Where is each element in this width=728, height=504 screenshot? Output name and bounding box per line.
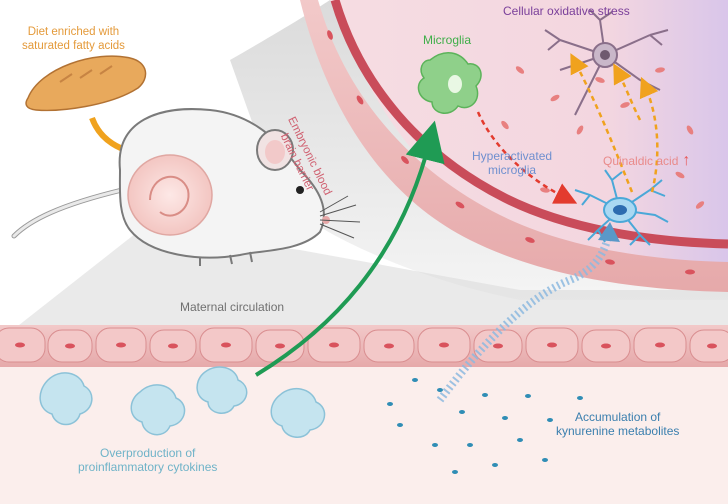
hyper-label-line2: microglia (488, 163, 537, 178)
diet-label-line1: Diet enriched with (27, 26, 120, 38)
embryo-icon (127, 154, 213, 236)
kynurenine-stream-arrowhead (598, 222, 620, 242)
microglia-icon (417, 52, 482, 114)
endothelial-nuclei (15, 342, 717, 349)
cytokines-label-line2: proinflammatory cytokines (78, 460, 218, 475)
kynurenine-label-line2: kynurenine metabolites (556, 424, 680, 439)
maternal-circulation-label: Maternal circulation (180, 300, 285, 314)
oxidative-arrow-2 (639, 76, 659, 193)
cytokines-label: Overproduction of proinflammatory cytoki… (78, 446, 217, 475)
cytokines-label-line1: Overproduction of (100, 446, 196, 460)
oxidative-stress-label: Cellular oxidative stress (503, 4, 630, 18)
quinaldic-acid-label: Quinaldic acid↑ (603, 151, 690, 170)
bread-icon (25, 55, 147, 112)
barrier-vessel-wall (300, 0, 728, 292)
diet-label: Diet enriched with saturated fatty acids (22, 26, 125, 54)
microglia-label: Microglia (423, 33, 472, 47)
embryonic-brain (300, 0, 728, 292)
oxidative-particles (501, 66, 705, 209)
oxidative-arrow-1 (570, 53, 634, 193)
kynurenine-dots (387, 378, 583, 474)
neuron-icon (544, 9, 669, 116)
cytokine-to-microglia-arrow (254, 120, 445, 377)
barrier-lumen (330, 0, 728, 249)
kynurenine-label: Accumulation of kynurenine metabolites (556, 410, 679, 439)
microglia-activation-arrow (476, 111, 578, 204)
mouse-icon (11, 108, 361, 266)
quinaldic-acid-text: Quinaldic acid (603, 154, 679, 168)
kynurenine-label-line1: Accumulation of (575, 410, 661, 424)
hyper-label-line1: Hyperactivated (472, 149, 553, 163)
diet-label-line2: saturated fatty acids (22, 39, 125, 52)
up-arrow-icon: ↑ (682, 152, 691, 169)
oxidative-arrow-3 (613, 63, 642, 121)
maternal-vessel (0, 325, 728, 504)
hyperactivated-microglia-label: Hyperactivated microglia (472, 149, 552, 178)
cytokine-icons (39, 366, 326, 438)
